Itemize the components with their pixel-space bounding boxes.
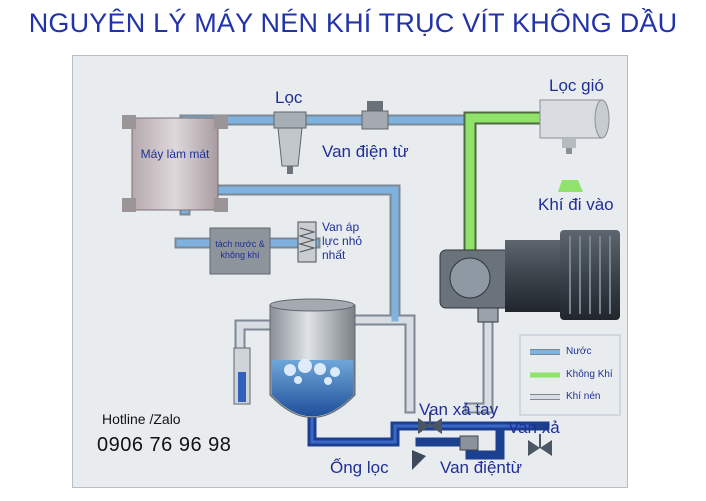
min-pressure-valve-label: Van áp lực nhỏ nhất bbox=[322, 220, 363, 262]
compressor-motor bbox=[439, 230, 620, 323]
phone-number: 0906 76 96 98 bbox=[97, 434, 232, 456]
filter-unit bbox=[273, 111, 307, 174]
legend-compressed-air: Khí nén bbox=[566, 391, 601, 402]
filter-pipe bbox=[412, 450, 426, 470]
air-filter-label: Lọc gió bbox=[549, 76, 604, 95]
solenoid-valve-label: Van điện từ bbox=[322, 142, 409, 161]
solenoid-valve-top bbox=[361, 101, 389, 130]
solenoid-valve-bottom-label: Van điệntừ bbox=[440, 458, 522, 477]
drain-valve bbox=[528, 434, 552, 456]
cooler-label: Máy làm mát bbox=[140, 147, 210, 161]
air-in-label: Khí đi vào bbox=[538, 195, 614, 214]
filter-pipe-label: Ống lọc bbox=[330, 458, 389, 477]
cooler-unit bbox=[122, 115, 228, 212]
hotline-label: Hotline /Zalo bbox=[102, 411, 181, 427]
sight-glass bbox=[233, 347, 251, 405]
min-pressure-valve bbox=[297, 221, 317, 263]
manual-drain-valve-label: Van xả tay bbox=[419, 400, 499, 419]
separator-box bbox=[209, 227, 271, 275]
legend-air: Không Khí bbox=[566, 369, 613, 380]
air-filter-unit bbox=[539, 99, 610, 154]
legend-lines bbox=[519, 334, 621, 416]
air-in-arrow bbox=[558, 180, 583, 192]
legend-water: Nước bbox=[566, 346, 592, 357]
solenoid-valve-bottom bbox=[459, 435, 479, 451]
filter-label: Lọc bbox=[275, 88, 303, 107]
page-title: NGUYÊN LÝ MÁY NÉN KHÍ TRỤC VÍT KHÔNG DẦU bbox=[28, 8, 678, 38]
drain-valve-label: Van xả bbox=[508, 418, 560, 437]
separator-tank bbox=[269, 298, 356, 418]
manual-drain-valve bbox=[418, 412, 442, 434]
separator-label: tách nước & không khí bbox=[215, 239, 265, 260]
